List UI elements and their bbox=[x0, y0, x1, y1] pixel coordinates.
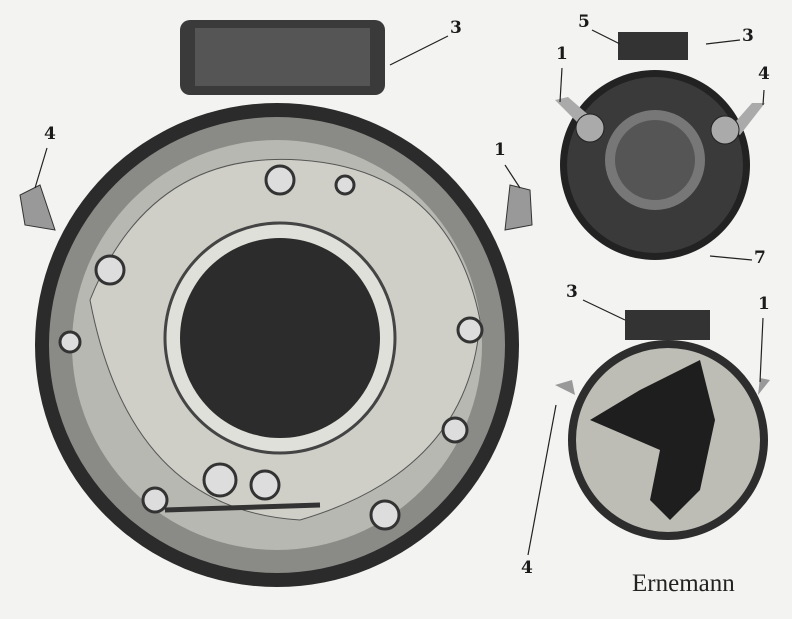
callout-label: 1 bbox=[556, 44, 568, 64]
large-shutter-mechanism bbox=[19, 20, 533, 587]
rear-shutter bbox=[555, 310, 770, 540]
callout-label: 4 bbox=[758, 64, 770, 84]
callout-label: 4 bbox=[44, 124, 56, 144]
callout-label: 1 bbox=[494, 140, 506, 160]
callout-label: 4 bbox=[521, 558, 533, 578]
callout-label: 3 bbox=[566, 282, 578, 302]
callout-label: 5 bbox=[578, 12, 590, 32]
brand-caption: Ernemann bbox=[632, 570, 735, 597]
callout-label: 3 bbox=[742, 26, 754, 46]
callout-label: 1 bbox=[758, 294, 770, 314]
leader-lines bbox=[34, 29, 765, 556]
front-shutter bbox=[555, 32, 765, 260]
callout-label: 7 bbox=[754, 248, 766, 268]
callout-label: 3 bbox=[450, 18, 462, 38]
